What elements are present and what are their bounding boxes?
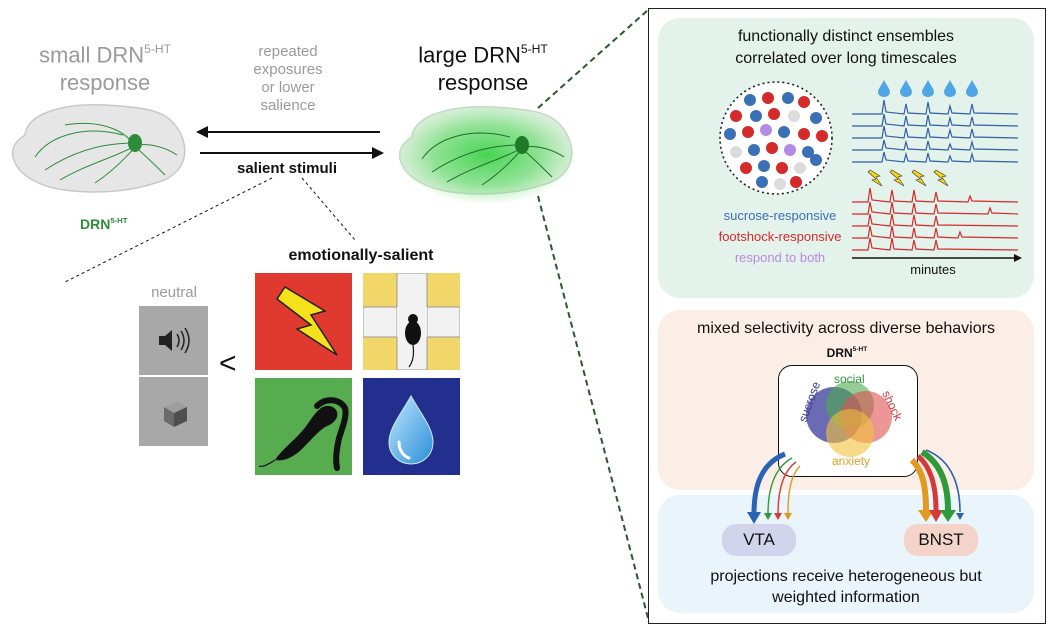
target-bnst: BNST (904, 524, 978, 556)
tile-footshock (255, 273, 352, 370)
arrow-back-head (196, 126, 208, 138)
speaker-icon (159, 327, 190, 354)
target-vta: VTA (722, 524, 796, 556)
drn-nucleus (128, 134, 142, 152)
drn-label-sup: 5-HT (110, 215, 128, 225)
blue-trace-lines (852, 99, 1019, 163)
large-response-main: large DRN (418, 42, 521, 68)
panel-selectivity-title: mixed selectivity across diverse behavio… (697, 320, 995, 337)
drn-box-label-sup: 5-HT (852, 346, 868, 354)
brain-large-response (397, 105, 577, 205)
footshock-traces (852, 169, 1019, 251)
drn-nucleus-active (515, 136, 529, 154)
bnst-arrow-sucrose (925, 449, 961, 513)
arrow-back-label: repeated exposures or lower salience (228, 43, 348, 115)
legend-footshock: footshock-responsive (718, 229, 842, 244)
mouse-icon (258, 397, 349, 471)
lightning-icon (275, 285, 338, 356)
tile-maze (363, 273, 460, 370)
vta-arrow-social (767, 457, 793, 515)
panel-projections (658, 495, 1034, 613)
sucrose-traces (852, 80, 1019, 163)
drn-box-label-main: DRN (826, 346, 853, 360)
tile-water (363, 378, 460, 475)
neuron-cells (724, 92, 828, 190)
arrow-back-line: or lower (261, 79, 315, 96)
vta-arrow-anxiety (787, 465, 801, 515)
large-response-title: large DRN5-HT response (398, 36, 568, 97)
mouse-icon (363, 273, 460, 370)
arrow-forward-label: salient stimuli (236, 160, 338, 177)
drn-label: DRN5-HT (80, 216, 127, 232)
time-axis-label: minutes (910, 262, 956, 277)
tile-social (255, 378, 352, 475)
bnst-arrow-shock (916, 454, 939, 511)
venn-label-social: social (834, 372, 865, 386)
bnst-arrow-anxiety (909, 457, 929, 511)
legend-both: respond to both (734, 250, 826, 265)
arrow-forward-head (372, 147, 384, 159)
time-axis-arrow (852, 254, 1022, 262)
small-response-main: small DRN (39, 42, 145, 68)
panel-ensembles-title-line: correlated over long timescales (735, 50, 957, 67)
red-trace-lines (852, 187, 1019, 251)
brain-small-response (11, 104, 186, 193)
lightning-bolt-icon (867, 169, 949, 187)
vta-arrow-sucrose (751, 451, 787, 515)
legend-sucrose: sucrose-responsive (723, 208, 837, 223)
less-than-symbol: < (219, 347, 237, 380)
water-drop-icon (388, 394, 434, 465)
bnst-arrow-social (920, 449, 951, 511)
neutral-tile-object (139, 377, 208, 446)
panel-ensembles-title: functionally distinct ensembles correlat… (658, 26, 1034, 70)
large-response-sup: 5-HT (520, 41, 548, 56)
small-response-title: small DRN5-HT response (20, 36, 190, 97)
arrow-back-line: exposures (253, 61, 323, 78)
arrow-back-line: repeated (258, 43, 318, 60)
panel-projections-caption: projections receive heterogeneous but we… (658, 566, 1034, 608)
small-response-sup: 5-HT (144, 41, 171, 56)
cube-icon (164, 401, 187, 427)
venn-anxiety (826, 409, 874, 457)
emotional-label: emotionally-salient (288, 247, 434, 264)
projection-arrows (747, 449, 964, 524)
caption-line: weighted information (772, 589, 920, 606)
selectivity-venn: sucrose social shock anxiety (796, 372, 906, 468)
neuron-ensemble (719, 81, 833, 195)
arrows-graphic (196, 126, 384, 159)
neutral-tile-sound (139, 306, 208, 375)
caption-line: projections receive heterogeneous but (710, 568, 982, 585)
arrow-back-line: salience (260, 97, 316, 114)
large-response-line2: response (437, 70, 529, 96)
venn-label-anxiety: anxiety (832, 454, 870, 468)
ensemble-legend: sucrose-responsive footshock-responsive … (690, 205, 870, 268)
drn-box-label: DRN5-HT (778, 346, 916, 360)
water-droplet-icon (878, 80, 978, 97)
callout-lines (64, 177, 356, 283)
vta-arrow-shock (777, 461, 797, 515)
drn-label-main: DRN (80, 216, 111, 232)
panel-ensembles-title-line: functionally distinct ensembles (737, 28, 955, 45)
neutral-label: neutral (151, 284, 197, 301)
small-response-line2: response (59, 70, 151, 96)
